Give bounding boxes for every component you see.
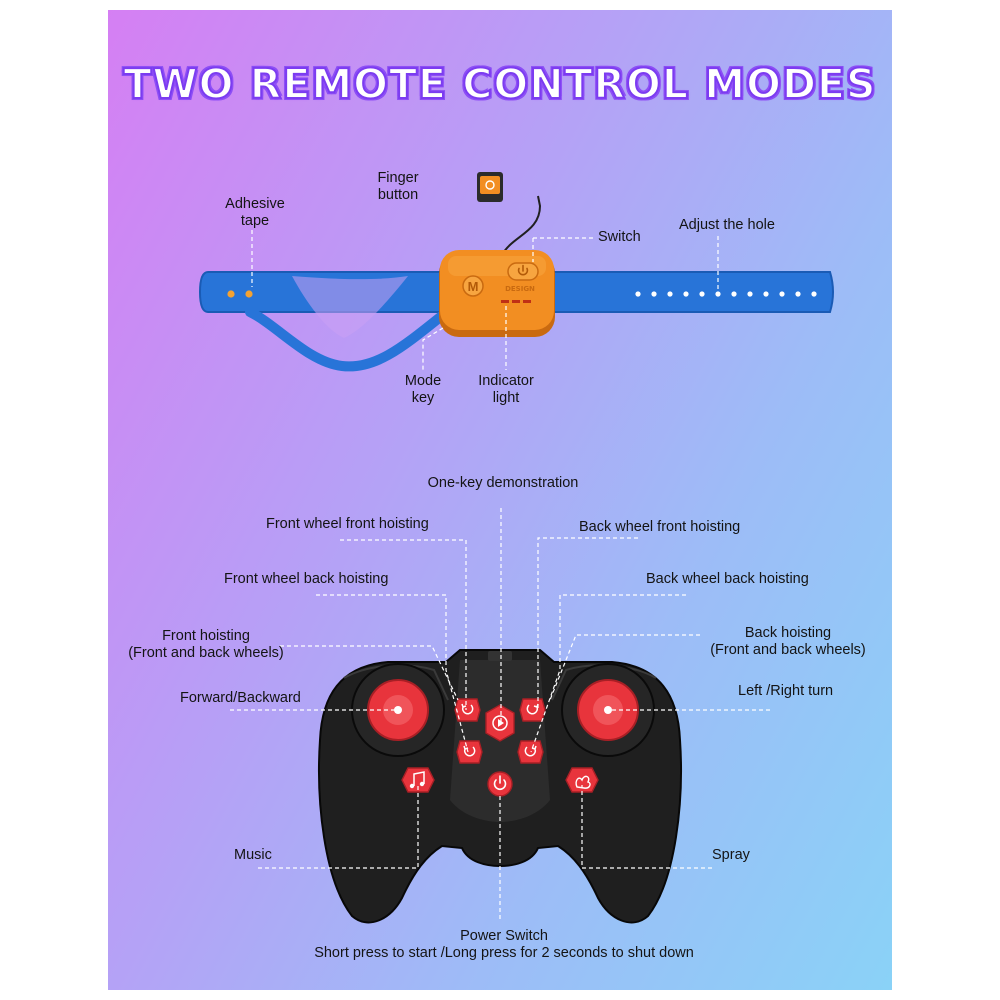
left-joystick[interactable] bbox=[351, 663, 445, 757]
rotate-ccw-icon bbox=[461, 703, 474, 715]
watch-mode-key[interactable]: M bbox=[462, 275, 484, 297]
page-title: TWO REMOTE CONTROL MODES bbox=[122, 59, 877, 109]
controller-leader-lines bbox=[230, 508, 770, 920]
mode-key-label: Mode key bbox=[404, 373, 442, 406]
music-note-icon bbox=[413, 771, 425, 786]
power-switch-button[interactable] bbox=[487, 771, 513, 797]
back-wheel-front-hoisting-button[interactable] bbox=[519, 698, 546, 722]
watch-remote: M DESIGN bbox=[198, 172, 834, 372]
one-key-demonstration-label: One-key demonstration bbox=[427, 475, 579, 491]
back-wheel-back-hoisting-button[interactable] bbox=[517, 740, 544, 764]
music-label: Music bbox=[234, 847, 272, 863]
finger-button-label: Finger button bbox=[377, 170, 419, 203]
back-wheel-back-hoisting-label: Back wheel back hoisting bbox=[646, 571, 809, 587]
watch-switch-button[interactable] bbox=[507, 262, 539, 281]
adhesive-tape-label: Adhesive tape bbox=[225, 196, 285, 229]
back-wheel-front-hoisting-label: Back wheel front hoisting bbox=[579, 519, 741, 535]
front-wheel-front-hoisting-button[interactable] bbox=[454, 698, 481, 722]
rotate-ccw-icon bbox=[463, 745, 476, 757]
music-button[interactable] bbox=[401, 767, 435, 793]
front-wheel-front-hoisting-label: Front wheel front hoisting bbox=[266, 516, 429, 532]
gamepad-remote bbox=[230, 508, 770, 924]
forward-backward-label: Forward/Backward bbox=[180, 690, 301, 706]
play-icon bbox=[492, 715, 508, 731]
product-illustration: M DESIGN bbox=[198, 172, 834, 924]
power-icon bbox=[517, 264, 529, 276]
spray-button[interactable] bbox=[565, 767, 599, 793]
watch-brand: DESIGN bbox=[505, 285, 535, 293]
back-hoisting-label: Back hoisting (Front and back wheels) bbox=[710, 625, 866, 658]
front-hoisting-label: Front hoisting (Front and back wheels) bbox=[128, 628, 284, 661]
spray-icon bbox=[575, 775, 591, 789]
front-wheel-back-hoisting-button[interactable] bbox=[456, 740, 483, 764]
watch-strap bbox=[198, 271, 834, 372]
watch-mode-glyph: M bbox=[468, 279, 479, 294]
left-right-turn-label: Left /Right turn bbox=[738, 683, 834, 699]
finger-button[interactable] bbox=[477, 172, 503, 202]
one-key-demonstration-button[interactable] bbox=[485, 704, 515, 742]
adjust-hole-label: Adjust the hole bbox=[679, 217, 775, 233]
power-switch-label: Power Switch Short press to start /Long … bbox=[314, 928, 694, 961]
power-icon bbox=[493, 775, 507, 791]
switch-label: Switch bbox=[598, 229, 641, 245]
indicator-light-label: Indicator light bbox=[478, 373, 534, 406]
product-panel: M DESIGN bbox=[108, 10, 892, 990]
adhesive-tape-dots bbox=[227, 290, 253, 298]
watch-leader-lines bbox=[251, 230, 719, 370]
adjust-holes[interactable] bbox=[635, 291, 817, 297]
spray-label: Spray bbox=[712, 847, 750, 863]
watch-body bbox=[439, 250, 555, 337]
front-wheel-back-hoisting-label: Front wheel back hoisting bbox=[224, 571, 389, 587]
watch-indicator-light bbox=[501, 300, 531, 303]
